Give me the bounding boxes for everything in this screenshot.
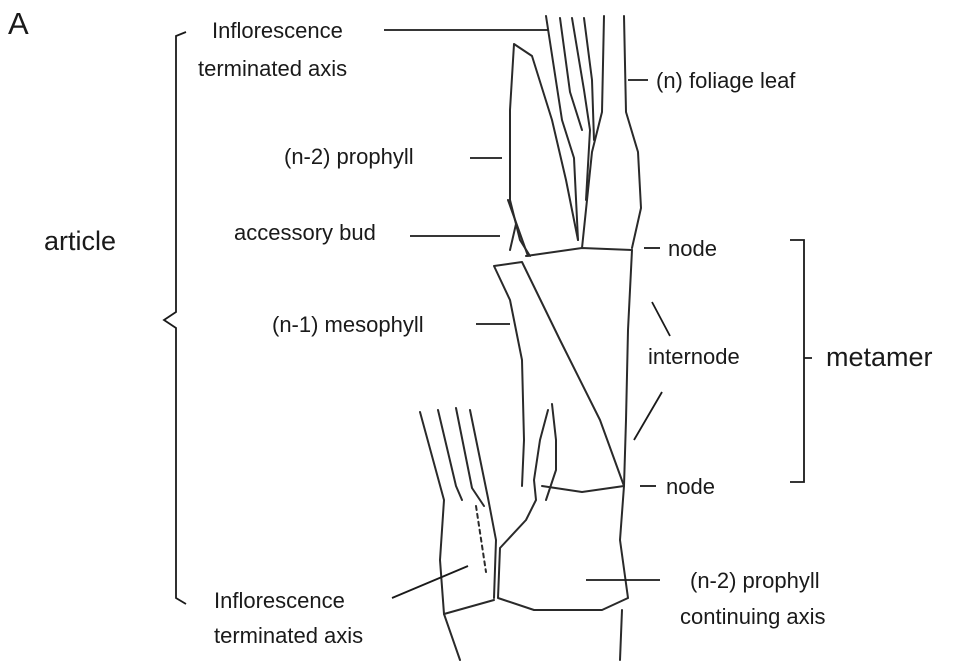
accessory-bud-outline (508, 200, 528, 256)
mesophyll-outline (494, 262, 624, 486)
label-prophyll-continuing-line1: (n-2) prophyll (690, 568, 820, 593)
leader-internode-lower (634, 392, 662, 440)
label-metamer: metamer (826, 342, 933, 372)
label-foliage-leaf: (n) foliage leaf (656, 68, 796, 93)
label-inflorescence-top-line1: Inflorescence (212, 18, 343, 43)
panel-label: A (8, 6, 29, 41)
label-node-bottom: node (666, 474, 715, 499)
label-inflorescence-bottom-line2: terminated axis (214, 623, 363, 648)
label-prophyll-continuing-line2: continuing axis (680, 604, 826, 629)
leader-internode-upper (652, 302, 670, 336)
label-inflorescence-bottom-line1: Inflorescence (214, 588, 345, 613)
dashed-connection (476, 506, 486, 572)
label-internode: internode (648, 344, 740, 369)
plant-drawing (420, 16, 641, 660)
metamer-bracket (790, 240, 812, 482)
labels: Inflorescence terminated axis (n) foliag… (44, 18, 933, 648)
internode-right-edge (624, 250, 632, 486)
label-prophyll-top: (n-2) prophyll (284, 144, 414, 169)
label-mesophyll: (n-1) mesophyll (272, 312, 424, 337)
label-article: article (44, 226, 116, 256)
label-accessory-bud: accessory bud (234, 220, 376, 245)
inflorescence-stalks-bottom (420, 408, 496, 614)
label-node-top: node (668, 236, 717, 261)
article-brace (164, 32, 186, 604)
bottom-node-line (542, 486, 624, 492)
leader-inflorescence-bottom (392, 566, 468, 598)
top-node-line (526, 248, 632, 256)
label-inflorescence-top-line2: terminated axis (198, 56, 347, 81)
